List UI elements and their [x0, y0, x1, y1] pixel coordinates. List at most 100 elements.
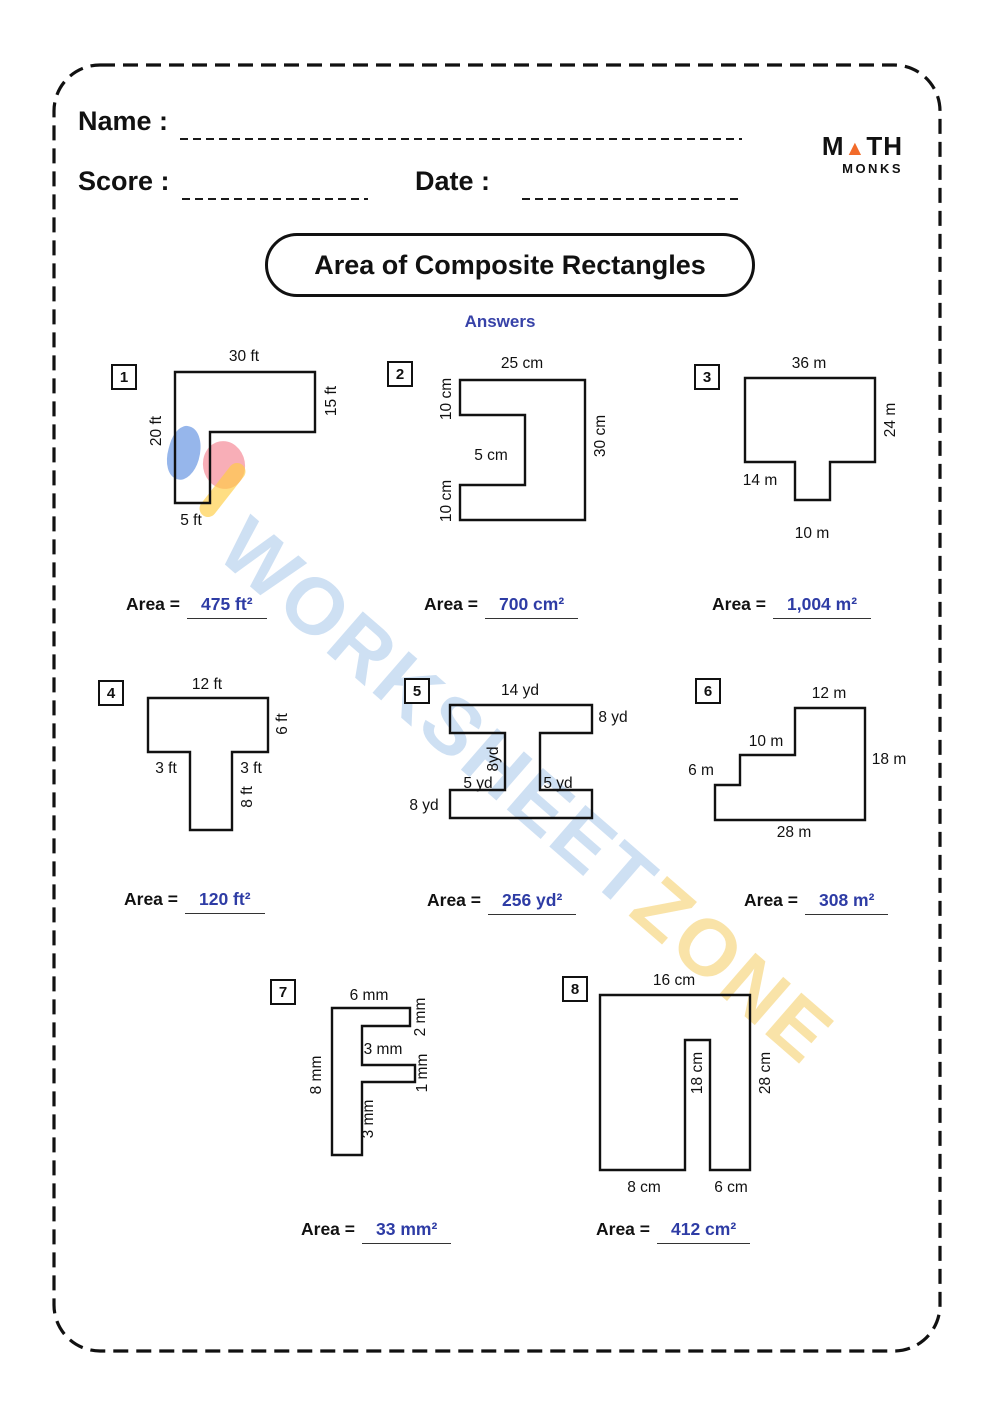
dim-label: 5 ft	[180, 512, 202, 529]
answer-value: 412 cm²	[657, 1219, 751, 1244]
t-shape-polygon	[146, 696, 270, 832]
worksheet-title: Area of Composite Rectangles	[265, 233, 755, 297]
dim-label: 30 cm	[592, 414, 609, 458]
score-fill-line	[182, 198, 368, 201]
area-label: Area =	[427, 890, 481, 910]
dim-label: 10 m	[794, 525, 830, 542]
dim-label: 30 ft	[228, 348, 260, 365]
dim-label: 28 m	[776, 824, 812, 841]
dim-label: 5 yd	[543, 775, 573, 792]
answer-row: Area = 308 m²	[744, 890, 889, 915]
problem-number: 4	[98, 680, 124, 706]
area-label: Area =	[596, 1219, 650, 1239]
answer-row: Area = 256 yd²	[427, 890, 577, 915]
dim-label: 3 mm	[363, 1041, 403, 1058]
answer-row: Area = 1,004 m²	[712, 594, 872, 619]
dim-label: 3 ft	[155, 760, 177, 777]
dim-label: 6 m	[688, 762, 714, 779]
slot-shape-polygon	[598, 993, 752, 1172]
answer-row: Area = 120 ft²	[124, 889, 265, 914]
dim-label: 2 mm	[412, 997, 429, 1037]
shape-outline-7	[330, 1006, 417, 1157]
dim-label: 8 yd	[598, 709, 628, 726]
problem-number: 3	[694, 364, 720, 390]
dim-label: 3 ft	[240, 760, 262, 777]
staircase-polygon	[713, 706, 867, 822]
logo-triangle-icon: ▲	[844, 137, 867, 160]
dim-label: 10 cm	[438, 479, 455, 523]
answer-value: 308 m²	[805, 890, 889, 915]
answer-value: 120 ft²	[185, 889, 265, 914]
answer-value: 1,004 m²	[773, 594, 872, 619]
dim-label: 6 cm	[714, 1179, 748, 1196]
c-shape-polygon	[458, 378, 587, 522]
dim-label: 12 m	[811, 685, 847, 702]
dim-label: 25 cm	[500, 355, 544, 372]
answer-value: 475 ft²	[187, 594, 267, 619]
dim-label: 8 yd	[409, 797, 439, 814]
answer-row: Area = 475 ft²	[126, 594, 267, 619]
area-label: Area =	[301, 1219, 355, 1239]
math-monks-logo: M▲TH MONKS	[793, 131, 903, 177]
answer-value: 700 cm²	[485, 594, 579, 619]
dim-label: 28 cm	[757, 1051, 774, 1095]
name-label: Name :	[78, 106, 169, 136]
answer-value: 256 yd²	[488, 890, 577, 915]
problem-number: 5	[404, 678, 430, 704]
dim-label: 3 mm	[360, 1099, 377, 1139]
answer-row: Area = 700 cm²	[424, 594, 579, 619]
dim-label: 5 yd	[463, 775, 493, 792]
shape-outline-5	[448, 703, 594, 820]
page-border-rect	[52, 63, 942, 1353]
dim-label: 6 mm	[349, 987, 389, 1004]
dim-label: 14 yd	[501, 682, 539, 699]
dim-label: 5 cm	[474, 447, 508, 464]
logo-m: M	[821, 131, 845, 161]
shape-outline-2	[458, 378, 587, 522]
dim-label: 20 ft	[148, 415, 165, 447]
dim-label: 1 mm	[414, 1053, 431, 1093]
name-fill-line	[180, 138, 742, 141]
dim-label: 14 m	[742, 472, 778, 489]
dim-label: 10 m	[748, 733, 784, 750]
date-label: Date :	[415, 166, 491, 196]
dim-label: 36 m	[791, 355, 827, 372]
dim-label: 18 m	[871, 751, 907, 768]
dim-label: 10 cm	[438, 377, 455, 421]
shape-outline-1	[173, 370, 317, 505]
answer-value: 33 mm²	[362, 1219, 452, 1244]
date-fill-line	[522, 198, 738, 201]
dim-label: 24 m	[882, 402, 899, 438]
dim-label: 8 ft	[239, 786, 256, 808]
logo-th: TH	[866, 131, 903, 161]
tab-shape-polygon	[743, 376, 877, 502]
dim-label: 8yd	[485, 746, 502, 772]
area-label: Area =	[126, 594, 180, 614]
logo-monks-text: MONKS	[842, 161, 903, 177]
f-shape-polygon	[330, 1006, 417, 1157]
answer-row: Area = 33 mm²	[301, 1219, 452, 1244]
shape-outline-6	[713, 706, 867, 822]
problem-number: 1	[111, 364, 137, 390]
area-label: Area =	[424, 594, 478, 614]
shape-outline-4	[146, 696, 270, 832]
area-label: Area =	[712, 594, 766, 614]
shape-outline-8	[598, 993, 752, 1172]
answers-heading: Answers	[464, 312, 536, 331]
dim-label: 16 cm	[652, 972, 696, 989]
dim-label: 8 mm	[308, 1055, 325, 1095]
dim-label: 12 ft	[191, 676, 223, 693]
problem-number: 7	[270, 979, 296, 1005]
dim-label: 8 cm	[627, 1179, 661, 1196]
area-label: Area =	[124, 889, 178, 909]
area-label: Area =	[744, 890, 798, 910]
score-label: Score :	[78, 166, 170, 196]
logo-math-text: M▲TH	[793, 131, 903, 161]
problem-number: 6	[695, 678, 721, 704]
dim-label: 18 cm	[689, 1051, 706, 1095]
l-shape-polygon	[173, 370, 317, 505]
i-beam-polygon	[448, 703, 594, 820]
problem-number: 8	[562, 976, 588, 1002]
